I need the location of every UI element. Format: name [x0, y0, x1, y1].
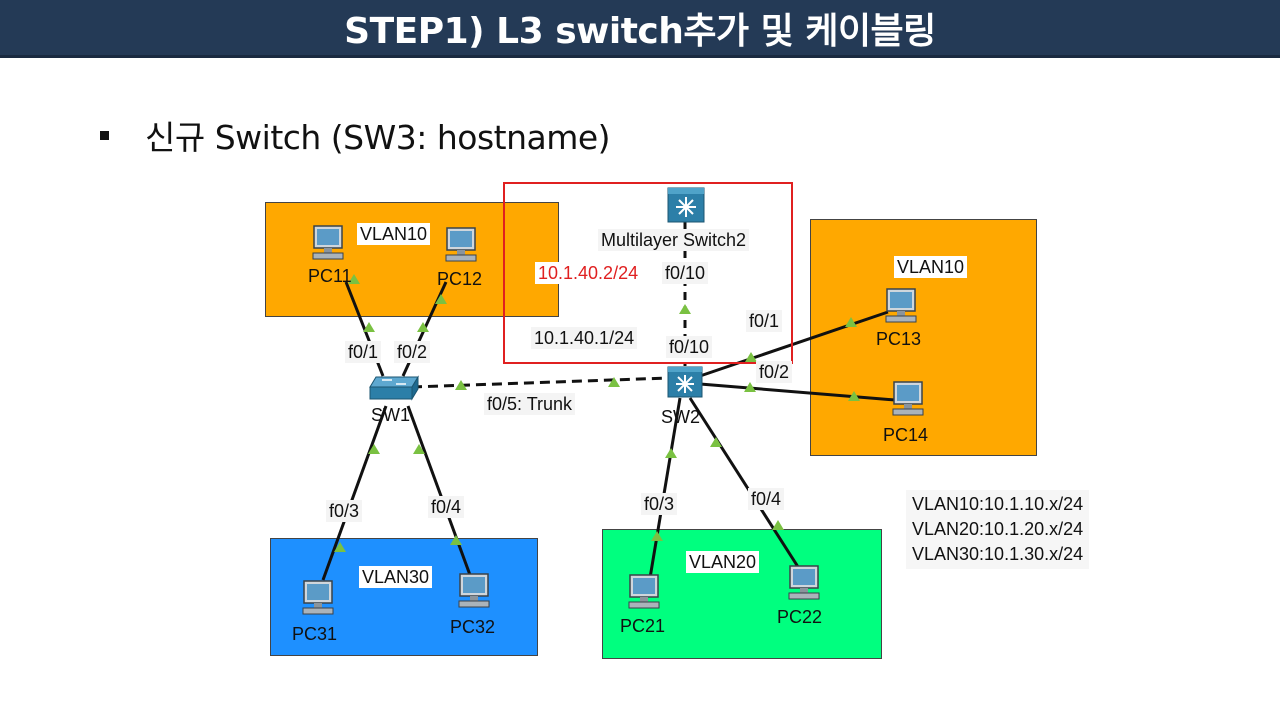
link-sw1-pc31 [321, 405, 388, 581]
port-label-sw2-f0-1: f0/1 [746, 310, 783, 332]
device-label-pc31: PC31 [292, 624, 338, 644]
pc32-icon[interactable] [457, 573, 491, 609]
vlan-subnet-legend: VLAN10:10.1.10.x/24 VLAN20:10.1.20.x/24 … [906, 490, 1090, 569]
device-label-pc11: PC11 [308, 266, 352, 286]
pc13-icon[interactable] [884, 288, 918, 324]
pc22-icon[interactable] [787, 565, 821, 601]
link-sw2-pc22 [688, 397, 802, 571]
legend-line-vlan30: VLAN30:10.1.30.x/24 [912, 544, 1084, 564]
pc31-icon[interactable] [301, 580, 335, 616]
ip-label-sw2: 10.1.40.1/24 [531, 327, 638, 349]
link-trunk [411, 376, 669, 389]
title-bar: STEP1) L3 switch추가 및 케이블링 [0, 0, 1280, 58]
bullet-square-icon [100, 130, 109, 140]
pc12-icon[interactable] [444, 227, 478, 263]
legend-line-vlan20: VLAN20:10.1.20.x/24 [912, 519, 1084, 539]
pc11-icon[interactable] [311, 225, 345, 261]
device-label-sw1: SW1 [371, 405, 411, 425]
link-sw2-pc13 [699, 310, 889, 378]
zone-label-vlan20: VLAN20 [686, 551, 760, 573]
sw2-icon[interactable] [667, 366, 703, 398]
device-label-pc32: PC32 [450, 617, 496, 637]
port-label-ml-f0-10: f0/10 [662, 262, 709, 284]
link-markers [334, 274, 860, 552]
legend-line-vlan10: VLAN10:10.1.10.x/24 [912, 494, 1084, 514]
port-label-sw2-f0-10: f0/10 [666, 336, 713, 358]
new-switch-highlight-box [503, 182, 793, 364]
bullet-text: 신규 Switch (SW3: hostname) [145, 118, 611, 157]
device-label-pc14: PC14 [883, 425, 929, 445]
zone-label-vlan30: VLAN30 [359, 566, 433, 588]
device-label-pc22: PC22 [777, 607, 823, 627]
sw1-icon[interactable] [368, 375, 420, 401]
port-label-sw2-f0-4: f0/4 [748, 488, 785, 510]
device-label-sw2: SW2 [661, 407, 701, 427]
pc21-icon[interactable] [627, 574, 661, 610]
port-label-sw1-f0-2: f0/2 [394, 341, 431, 363]
multilayer-switch-icon[interactable] [667, 187, 705, 223]
port-label-sw1-f0-3: f0/3 [326, 500, 363, 522]
port-label-sw1-f0-4: f0/4 [428, 496, 465, 518]
zone-label-vlan10-left: VLAN10 [357, 223, 431, 245]
zone-label-vlan10-right: VLAN10 [894, 256, 968, 278]
link-sw2-pc14 [699, 382, 896, 402]
pc14-icon[interactable] [891, 381, 925, 417]
ip-label-multilayer: 10.1.40.2/24 [535, 262, 642, 284]
port-label-sw2-f0-3: f0/3 [641, 493, 678, 515]
port-label-sw2-f0-2: f0/2 [756, 361, 793, 383]
device-label-pc13: PC13 [876, 329, 922, 349]
link-sw1-pc32 [406, 405, 472, 576]
device-label-pc21: PC21 [620, 616, 666, 636]
device-label-pc12: PC12 [437, 269, 483, 289]
port-label-sw1-f0-1: f0/1 [345, 341, 382, 363]
port-label-trunk: f0/5: Trunk [484, 393, 576, 415]
page-title: STEP1) L3 switch추가 및 케이블링 [344, 10, 936, 52]
device-label-multilayer-switch: Multilayer Switch2 [598, 229, 750, 251]
bullet-item: 신규 Switch (SW3: hostname) [100, 111, 611, 159]
link-sw2-pc21 [648, 397, 682, 579]
